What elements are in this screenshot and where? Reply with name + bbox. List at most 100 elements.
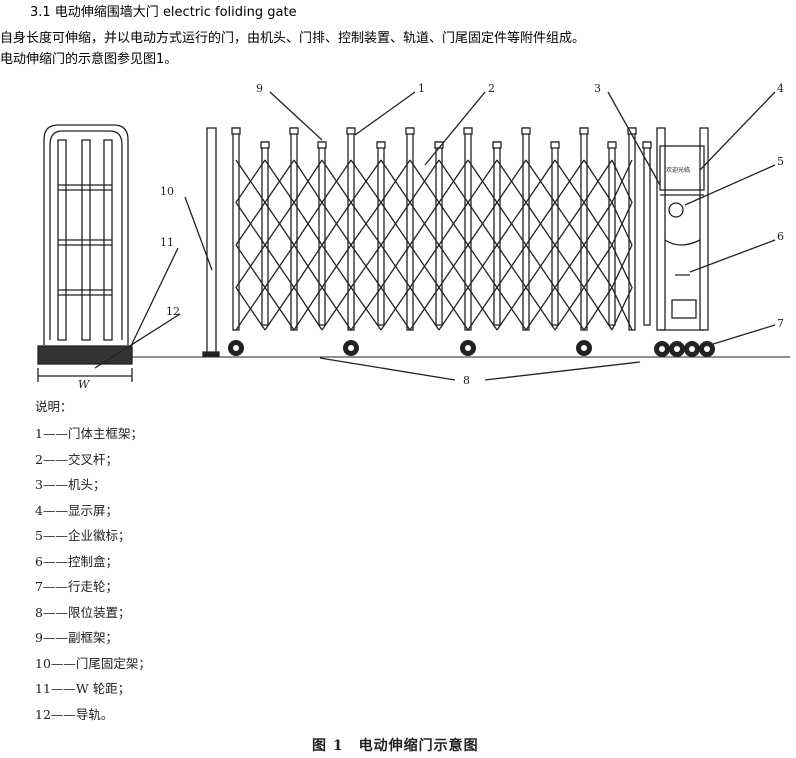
cross-bar	[554, 244, 585, 331]
cross-bar	[583, 159, 613, 246]
wheel-hub	[348, 345, 354, 351]
cross-bar	[321, 244, 352, 331]
cross-bar	[438, 244, 469, 331]
cross-bar	[321, 244, 352, 331]
logo-icon	[668, 202, 684, 218]
cross-bar	[438, 159, 469, 246]
cross-bar	[525, 159, 556, 246]
cross-bar	[525, 244, 556, 331]
cross-bar	[380, 244, 411, 331]
cross-bar	[409, 244, 440, 331]
gate-bar	[261, 141, 269, 326]
gate-bar	[608, 141, 616, 326]
legend-item: 12——导轨。	[35, 706, 114, 722]
wheel-hub	[704, 346, 710, 352]
cross-bar	[235, 159, 266, 246]
legend-title: 说明：	[35, 399, 73, 414]
cross-bar	[264, 159, 295, 246]
callout-6: 6	[777, 230, 784, 243]
callout-9: 9	[256, 82, 263, 95]
gate-bar	[435, 141, 443, 326]
figure-caption: 图 1 电动伸缩门示意图	[312, 738, 479, 754]
bar-cap	[405, 127, 415, 135]
legend-item: 7——行走轮；	[35, 579, 118, 594]
gate-bar	[522, 127, 530, 331]
cross-bar	[350, 244, 382, 331]
callout-10: 10	[160, 185, 174, 198]
cross-bar	[554, 159, 585, 246]
wheel-hub	[465, 345, 471, 351]
legend-item: 3——机头；	[35, 477, 106, 492]
legend-item: 2——交叉杆；	[35, 451, 118, 467]
bar-cap	[463, 127, 473, 135]
legend-item: 5——企业徽标；	[35, 528, 131, 543]
side-view-frame	[37, 124, 133, 382]
callout-1: 1	[418, 82, 425, 95]
cross-bar	[611, 159, 633, 246]
definition-text: 自身长度可伸缩，并以电动方式运行的门，由机头、门排、控制装置、轨道、门尾固定件等…	[0, 31, 586, 46]
gate-bar	[493, 141, 501, 326]
callout-12: 12	[166, 305, 180, 318]
cross-bar	[467, 159, 498, 246]
cross-bar	[380, 159, 411, 246]
gate-body	[231, 127, 652, 331]
cross-bar	[611, 159, 633, 246]
cross-bar	[438, 159, 469, 246]
cross-bar	[321, 159, 352, 246]
cross-bar	[293, 159, 323, 246]
cross-bar	[380, 244, 411, 331]
callout-4: 4	[777, 82, 784, 95]
bar-cap	[231, 127, 241, 135]
cross-bar	[409, 159, 440, 246]
cross-bar	[554, 244, 585, 331]
bar-cap	[579, 127, 589, 135]
cross-bar	[496, 244, 527, 331]
gate-diagram: 9 1 2 3 4 5 6 7 10 11 12 8 W 欢迎光临	[37, 82, 790, 391]
bar-cap	[550, 141, 560, 149]
cross-bar	[409, 159, 440, 246]
cross-bar	[496, 244, 527, 331]
cross-bar	[350, 244, 382, 331]
cross-bar	[525, 159, 556, 246]
gate-bar	[464, 127, 472, 331]
cross-bar	[496, 159, 527, 246]
cross-bar	[611, 244, 633, 331]
cross-bar	[611, 244, 633, 331]
gate-bar	[290, 127, 298, 331]
callout-5: 5	[777, 155, 784, 168]
cross-bar	[264, 159, 295, 246]
cross-bar	[264, 244, 295, 331]
tail-post	[206, 127, 217, 354]
legend-item: 4——显示屏；	[35, 502, 118, 518]
cross-bar	[525, 244, 556, 331]
wheelbase-label: W	[78, 378, 91, 391]
gate-bar	[551, 141, 559, 326]
callout-3: 3	[594, 82, 601, 95]
cross-bar	[438, 244, 469, 331]
legend-item: 9——副框架；	[35, 630, 118, 645]
cross-bar	[409, 244, 440, 331]
cross-bar	[554, 159, 585, 246]
bar-cap	[521, 127, 531, 135]
legend-item: 10——门尾固定架；	[35, 655, 151, 671]
section-heading: 3.1 电动伸缩围墙大门 electric foliding gate	[30, 5, 297, 20]
wheel-hub	[674, 346, 680, 352]
legend-item: 1——门体主框架；	[35, 426, 143, 441]
figure-reference: 电动伸缩门的示意图参见图1。	[0, 52, 178, 67]
gate-bar	[628, 127, 636, 331]
callout-8: 8	[463, 374, 470, 387]
cross-bar	[235, 159, 266, 246]
wheel-hub	[581, 345, 587, 351]
callout-2: 2	[488, 82, 495, 95]
cross-bar	[467, 159, 498, 246]
cross-bar	[293, 244, 323, 331]
cross-bar	[467, 244, 498, 331]
control-box	[671, 299, 697, 319]
cross-bar	[321, 159, 352, 246]
callout-7: 7	[777, 317, 784, 330]
bar-cap	[260, 141, 270, 149]
cross-bar	[496, 159, 527, 246]
gate-bar	[406, 127, 414, 331]
gate-bar	[318, 141, 326, 326]
legend-item: 11——W 轮距；	[35, 681, 131, 696]
